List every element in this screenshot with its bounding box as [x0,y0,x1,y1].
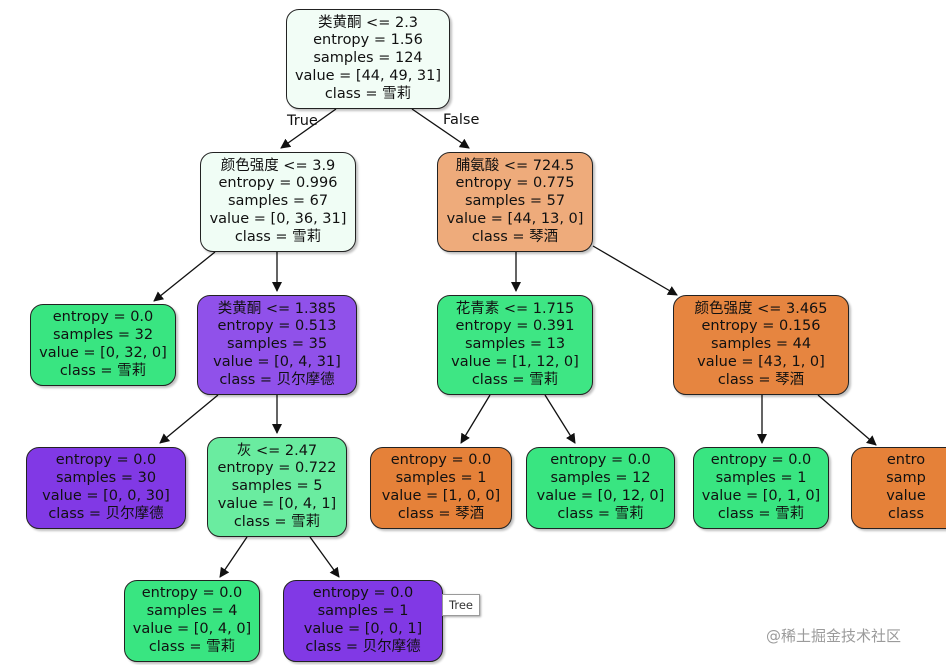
node-text-line: entropy = 0.775 [455,175,575,192]
node-text-line: value = [0, 36, 31] [209,210,347,227]
node-text-line: entropy = 0.722 [217,460,337,477]
node-text-line: value [886,488,926,504]
tree-edge-5 [592,245,678,296]
tree-edge-12 [219,536,248,578]
node-text-line: entropy = 0.0 [55,452,157,469]
node-text-line: samples = 44 [710,336,812,353]
edge-group [153,108,877,578]
node-text-line: 颜色强度 <= 3.9 [220,157,336,174]
node-text-line: class = 琴酒 [717,371,805,388]
node-text-line: samples = 13 [464,336,566,353]
node-text-line: samples = 1 [395,470,487,487]
watermark: @稀土掘金技术社区 [766,627,902,645]
node-text-line: class = 雪莉 [324,85,412,102]
tree-edge-2 [153,251,216,302]
node-text-line: class = 雪莉 [59,362,147,379]
node-text-line: samples = 57 [464,193,566,210]
node-text-line: class [888,505,924,522]
node-text-line: entropy = 1.56 [313,32,423,49]
tree-tooltip: Tree [442,594,480,616]
tree-edge-6 [159,394,219,444]
node-text-line: samples = 4 [146,603,238,620]
node-text-line: value = [43, 1, 0] [697,353,825,370]
node-text-line: 类黄酮 <= 2.3 [317,14,419,31]
node-text-line: value = [0, 4, 1] [217,495,337,512]
node-text-line: 灰 <= 2.47 [236,442,318,459]
node-text-line: entropy = 0.391 [455,318,575,335]
node-text-line: value = [0, 4, 31] [213,353,341,370]
node-text-line: entropy = 0.0 [52,309,154,326]
node-text-line: entropy = 0.0 [141,585,243,602]
node-text-line: entropy = 0.996 [218,175,338,192]
node-text-line: entropy = 0.513 [217,318,337,335]
edge-label-false: False [443,112,480,128]
node-text-line: entro [886,452,926,469]
tree-edge-9 [544,394,576,444]
node-text-line: samples = 35 [226,336,328,353]
node-text-line: samp [886,470,926,487]
node-text-line: class = 贝尔摩德 [305,638,421,655]
node-text-line: class = 贝尔摩德 [219,371,335,388]
node-text-line: class = 雪莉 [557,505,644,522]
node-text-line: samples = 124 [313,50,423,67]
node-text-line: samples = 67 [227,193,329,210]
node-text-line: value = [1, 0, 0] [381,488,501,504]
node-text-line: samples = 1 [715,470,807,487]
node-text-line: entropy = 0.0 [710,452,812,469]
node-text-line: entropy = 0.0 [390,452,492,469]
node-text-line: samples = 32 [52,327,154,344]
node-text-line: entropy = 0.0 [312,585,414,602]
node-text-line: samples = 1 [317,603,409,620]
node-text-line: samples = 12 [550,470,651,487]
tree-edge-0 [280,108,337,149]
node-text-line: 花青素 <= 1.715 [455,300,575,317]
tree-edge-8 [460,394,491,444]
node-text-line: class = 雪莉 [234,228,322,245]
tree-edge-11 [817,394,877,446]
node-text-line: value = [0, 32, 0] [39,345,167,361]
node-text-line: class = 雪莉 [471,371,559,388]
node-text-line: class = 贝尔摩德 [48,505,164,522]
tree-edge-13 [309,536,340,578]
node-text-line: entropy = 0.156 [701,318,821,335]
node-text-line: samples = 5 [231,478,323,495]
node-text-line: value = [0, 0, 1] [303,621,423,637]
node-text-line: class = 琴酒 [471,228,559,245]
node-text-line: 类黄酮 <= 1.385 [217,300,337,317]
node-text-line: samples = 30 [55,470,157,487]
node-text-line: value = [1, 12, 0] [451,353,579,370]
node-text-line: 颜色强度 <= 3.465 [694,300,828,317]
node-text-line: class = 琴酒 [397,505,485,522]
node-text-line: value = [0, 4, 0] [132,621,252,637]
node-text-line: value = [44, 13, 0] [446,210,584,227]
node-text-line: class = 雪莉 [148,638,236,655]
edge-label-true: True [287,113,318,129]
node-text-line: value = [0, 12, 0] [536,488,665,504]
node-text-line: value = [44, 49, 31] [294,67,442,84]
node-text-line: class = 雪莉 [717,505,805,522]
node-text-line: value = [0, 0, 30] [42,488,170,504]
node-text-line: class = 雪莉 [233,513,321,530]
node-text-line: entropy = 0.0 [550,452,651,469]
tree-edge-1 [411,108,470,149]
node-text-line: 脯氨酸 <= 724.5 [455,157,575,174]
node-text-line: value = [0, 1, 0] [701,488,821,504]
